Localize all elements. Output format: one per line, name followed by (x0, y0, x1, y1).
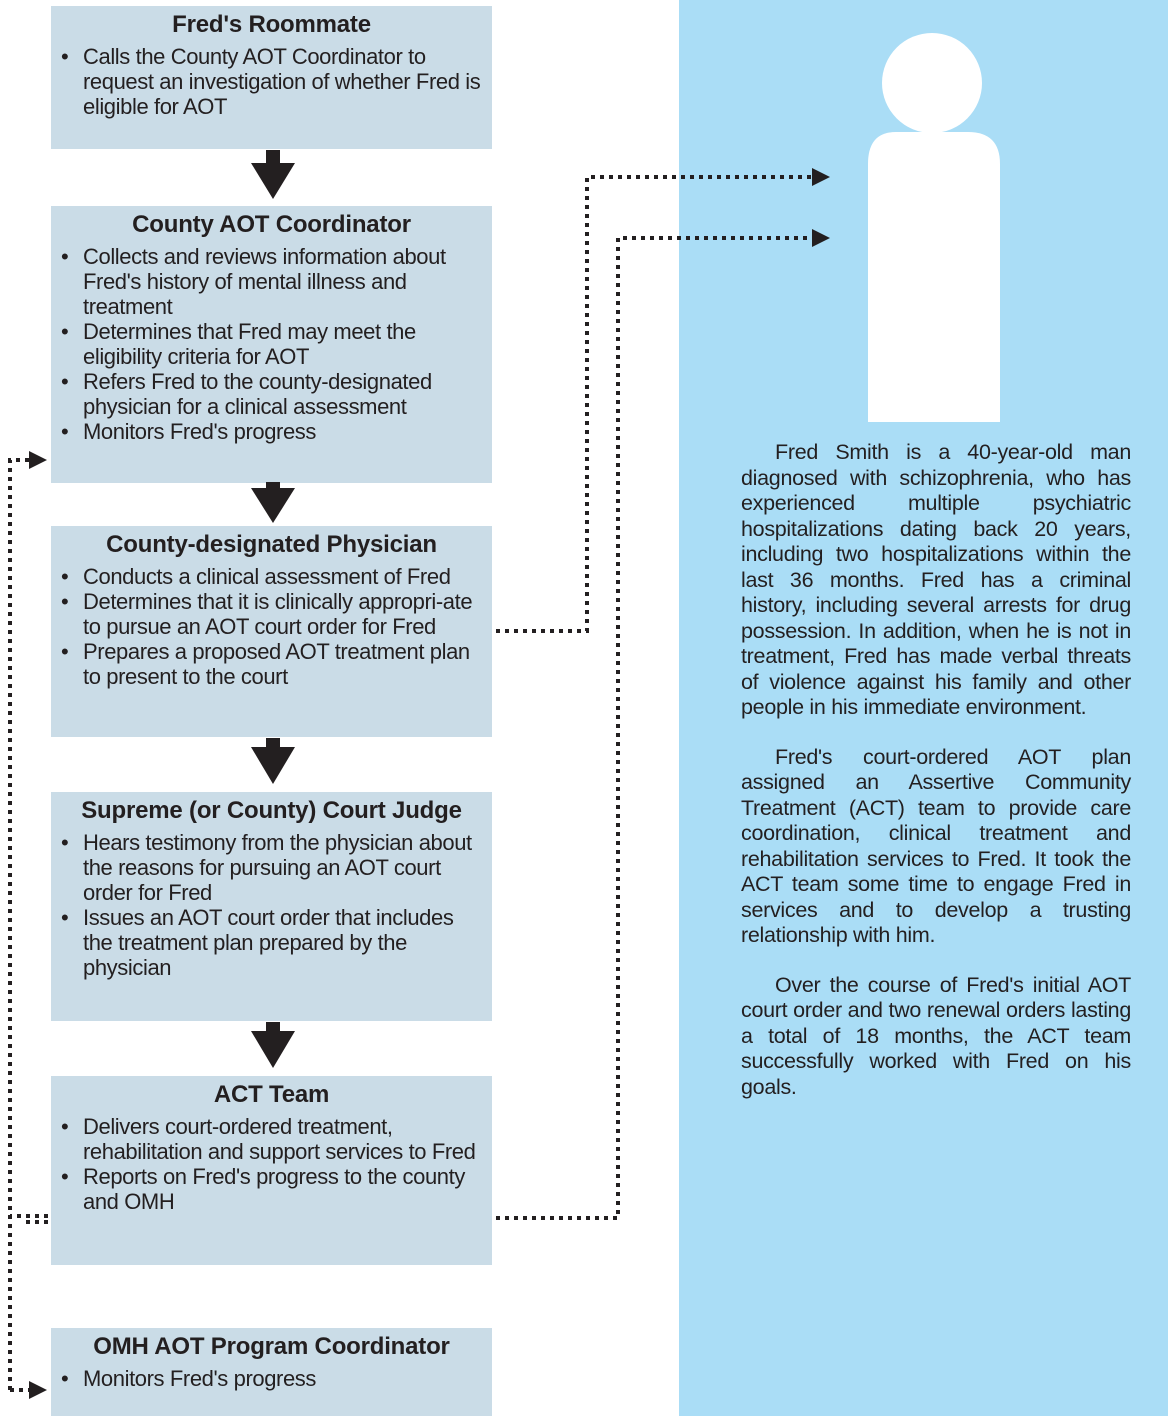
box-judge: Supreme (or County) Court Judge Hears te… (51, 792, 492, 1021)
box-title: County AOT Coordinator (132, 211, 411, 238)
story-paragraph: Fred Smith is a 40-year-old man diagnose… (741, 440, 1131, 719)
box-physician: County-designated Physician Conducts a c… (51, 526, 492, 737)
list-item: Collects and reviews information about F… (61, 244, 482, 319)
down-arrow-icon (251, 482, 295, 523)
list-item: Monitors Fred's progress (61, 1366, 482, 1391)
box-title: ACT Team (213, 1081, 330, 1108)
box-title: Fred's Roommate (172, 11, 371, 38)
box-title: OMH AOT Program Coordinator (93, 1333, 450, 1360)
list-item: Determines that it is clinically appropr… (61, 589, 482, 639)
list-item: Delivers court-ordered treatment, rehabi… (61, 1114, 482, 1164)
dotted-connector (8, 458, 30, 1390)
arrow-head-icon (29, 1381, 47, 1399)
list-item: Issues an AOT court order that includes … (61, 905, 482, 980)
story-text: Fred Smith is a 40-year-old man diagnose… (741, 440, 1131, 1124)
box-county-coordinator: County AOT Coordinator Collects and revi… (51, 206, 492, 483)
down-arrow-icon (251, 1022, 295, 1068)
story-paragraph: Fred's court-ordered AOT plan assigned a… (741, 744, 1131, 948)
box-title: Supreme (or County) Court Judge (81, 797, 462, 824)
list-item: Monitors Fred's progress (61, 419, 482, 444)
box-roommate: Fred's Roommate Calls the County AOT Coo… (51, 6, 492, 149)
list-item: Hears testimony from the physician about… (61, 830, 482, 905)
story-paragraph: Over the course of Fred's initial AOT co… (741, 972, 1131, 1099)
down-arrow-icon (251, 150, 295, 199)
box-act-team: ACT Team Delivers court-ordered treatmen… (51, 1076, 492, 1265)
box-omh-coordinator: OMH AOT Program Coordinator Monitors Fre… (51, 1328, 492, 1416)
list-item: Reports on Fred's progress to the county… (61, 1164, 482, 1214)
box-title: County-designated Physician (106, 531, 437, 558)
list-item: Calls the County AOT Coordinator to requ… (61, 44, 482, 119)
list-item: Determines that Fred may meet the eligib… (61, 319, 482, 369)
list-item: Prepares a proposed AOT treatment plan t… (61, 639, 482, 689)
arrow-head-icon (29, 451, 47, 469)
down-arrow-icon (251, 738, 295, 784)
list-item: Conducts a clinical assessment of Fred (61, 564, 482, 589)
list-item: Refers Fred to the county-designated phy… (61, 369, 482, 419)
